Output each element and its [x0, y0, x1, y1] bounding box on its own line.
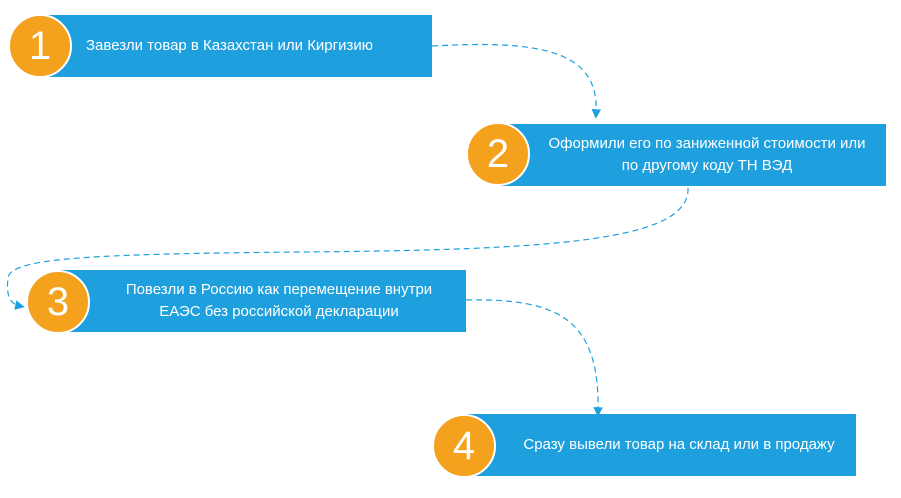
step-2-badge: 2 — [466, 122, 530, 186]
step-3-text: Повезли в Россию как перемещение внутри … — [125, 281, 433, 320]
step-4-text: Сразу вывели товар на склад или в продаж… — [523, 436, 835, 453]
connector-1-to-2 — [431, 43, 602, 119]
step-2-text: Оформили его по заниженной стоимости или… — [548, 135, 866, 174]
step-1-number: 1 — [28, 24, 52, 68]
step-3-badge: 3 — [26, 270, 90, 334]
step-1-text: Завезли товар в Казахстан или Киргизию — [86, 37, 374, 54]
step-2-box: Оформили его по заниженной стоимости или… — [498, 124, 886, 186]
step-4-badge: 4 — [432, 414, 496, 478]
step-4-box: Сразу вывели товар на склад или в продаж… — [462, 414, 856, 476]
step-3-box: Повезли в Россию как перемещение внутри … — [56, 270, 466, 332]
step-3-number: 3 — [46, 280, 70, 324]
connector-3-to-4 — [465, 299, 603, 417]
step-2-number: 2 — [486, 132, 510, 176]
step-4-number: 4 — [452, 424, 476, 468]
step-1-badge: 1 — [8, 14, 72, 78]
connector-2-to-3 — [6, 187, 689, 310]
step-1-box: Завезли товар в Казахстан или Киргизию — [38, 15, 432, 77]
